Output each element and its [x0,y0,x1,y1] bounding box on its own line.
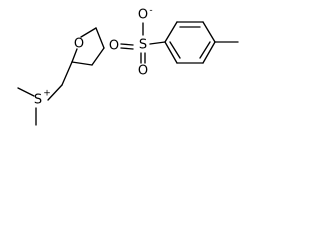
sulfonate-sulfur-label: S [139,38,147,53]
bond-s-o-left-a [120,43,134,46]
tosylate-anion: O - S O O [109,6,239,79]
bond-s-methyl-top [17,87,35,97]
sulfonate-bottom-oxygen-label: O [138,64,148,79]
bond-ring-o-c2 [71,48,78,63]
bond-ring-c3-c2 [71,61,93,66]
sulfonate-negative-oxygen-label: O [138,8,148,23]
bond-ring-o-c5 [80,27,97,38]
positive-charge-label: + [43,89,51,99]
sulfonate-left-oxygen-label: O [109,39,119,54]
bond-ch2-s [47,84,63,101]
sulfonium-sulfur-label: S [34,93,42,108]
bond-benzene-inner-c4-c5 [199,41,211,59]
bond-s-o-left-b [120,47,134,50]
bond-benzene-inner-c6-c1 [169,41,181,59]
bond-ring-c5-c4 [95,27,105,49]
bond-benzene-c1-c2 [164,21,178,43]
bond-ring-c4-c3 [91,47,105,66]
bond-benzene-c3-c4 [202,21,216,43]
ring-oxygen-label: O [74,37,84,52]
bond-benzene-c4-c5 [202,41,216,64]
bond-c2-ch2 [61,61,73,86]
sulfonium-cation: O S + [17,27,105,126]
bond-s-aryl [149,41,166,45]
chemical-structure-diagram: O S + O - S O O [17,6,239,126]
bond-benzene-c6-c1 [164,41,178,64]
negative-charge-label: - [149,6,152,16]
